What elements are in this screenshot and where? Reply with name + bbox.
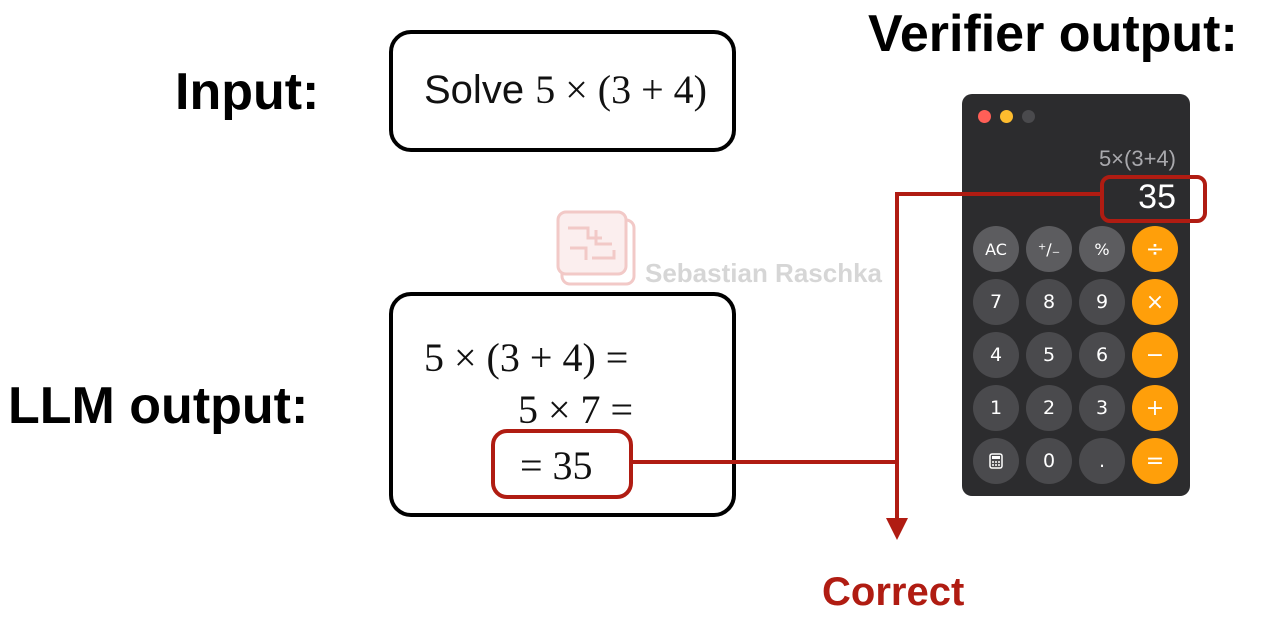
answer-highlight [491,429,633,499]
minimize-dot[interactable] [1000,110,1013,123]
clear-key[interactable]: AC [973,226,1019,272]
digit-5-key[interactable]: 5 [1026,332,1072,378]
digit-8-key[interactable]: 8 [1026,279,1072,325]
digit-7-key[interactable]: 7 [973,279,1019,325]
llm-output-label: LLM output: [8,377,309,435]
result-connector-line [895,192,1100,520]
verifier-output-label: Verifier output: [868,5,1238,63]
watermark-logo [556,210,636,286]
input-text: Solve 5 × (3 + 4) [424,66,707,113]
input-expression: 5 × (3 + 4) [535,67,707,112]
percent-key[interactable]: % [1079,226,1125,272]
result-highlight [1100,175,1207,223]
divide-key[interactable]: ÷ [1132,226,1178,272]
calculator-result: 35 [1138,178,1176,216]
multiply-key[interactable]: × [1132,279,1178,325]
llm-output-box [389,292,736,517]
input-label: Input: [175,63,320,121]
watermark-text: Sebastian Raschka [645,258,883,288]
input-word: Solve [424,68,525,112]
digit-2-key[interactable]: 2 [1026,385,1072,431]
llm-line-3: = 35 [520,443,593,488]
plus-minus-key[interactable]: ⁺∕₋ [1026,226,1072,272]
digit-6-key[interactable]: 6 [1079,332,1125,378]
equals-key[interactable]: = [1132,438,1178,484]
correct-label: Correct [822,570,965,614]
minus-key[interactable]: − [1132,332,1178,378]
calculator-icon[interactable] [973,438,1019,484]
zoom-dot[interactable] [1022,110,1035,123]
digit-1-key[interactable]: 1 [973,385,1019,431]
arrow-head [886,518,908,540]
llm-line-1: 5 × (3 + 4) = [424,335,629,380]
close-dot[interactable] [978,110,991,123]
digit-9-key[interactable]: 9 [1079,279,1125,325]
calculator-expression: 5×(3+4) [1098,146,1176,171]
digit-3-key[interactable]: 3 [1079,385,1125,431]
plus-key[interactable]: + [1132,385,1178,431]
digit-0-key[interactable]: 0 [1026,438,1072,484]
decimal-key[interactable]: . [1079,438,1125,484]
input-box [389,30,736,152]
digit-4-key[interactable]: 4 [973,332,1019,378]
llm-line-2: 5 × 7 = [518,387,634,432]
